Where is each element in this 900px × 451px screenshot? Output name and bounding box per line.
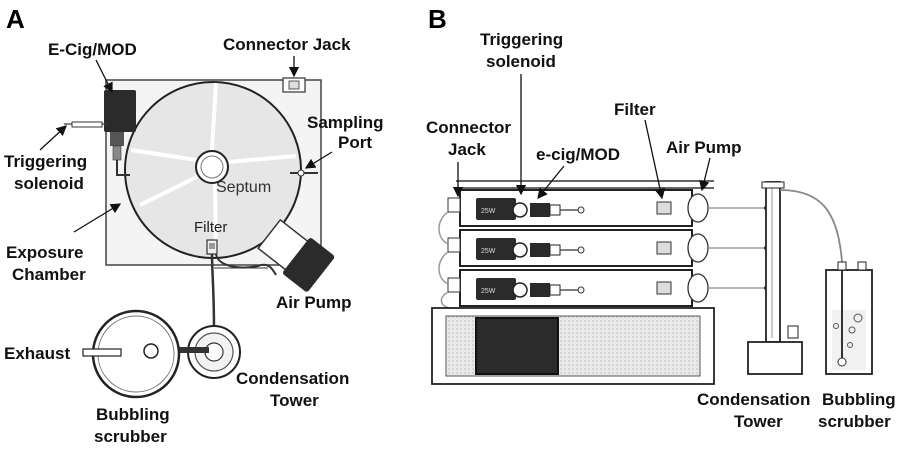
label-exposure-1: Exposure xyxy=(6,243,83,262)
chamber-shelf-3 xyxy=(459,269,693,307)
label-septum: Septum xyxy=(216,179,271,196)
label-triggering-b-1: Triggering xyxy=(480,30,563,49)
label-sampling-1: Sampling xyxy=(307,113,384,132)
cables-b xyxy=(438,211,451,309)
label-ecig: E-Cig/MOD xyxy=(48,40,137,59)
label-bubbling-b-2: scrubber xyxy=(818,412,891,431)
label-bubbling-a-1: Bubbling xyxy=(96,405,170,424)
ecig-device-shape xyxy=(104,90,136,132)
label-condensation-a-1: Condensation xyxy=(236,369,349,388)
base-control-box xyxy=(431,307,715,385)
label-filter-a: Filter xyxy=(194,219,227,236)
label-triggering-b-2: solenoid xyxy=(486,52,556,71)
label-bubbling-a-2: scrubber xyxy=(94,427,167,446)
device-text-1: 25W xyxy=(481,208,496,215)
condensation-tower-a-shape xyxy=(187,325,241,379)
device-text-2: 25W xyxy=(481,248,496,255)
chamber-shelf-2 xyxy=(459,229,693,267)
label-sampling-2: Port xyxy=(338,133,372,152)
label-bubbling-b-1: Bubbling xyxy=(822,390,896,409)
label-connector-b-1: Connector xyxy=(426,118,511,137)
condensation-tower-b-shape xyxy=(747,181,803,375)
label-exposure-2: Chamber xyxy=(12,265,86,284)
label-filter-b: Filter xyxy=(614,100,656,119)
label-condensation-a-2: Tower xyxy=(270,391,319,410)
label-triggering-2: solenoid xyxy=(14,174,84,193)
bubbling-scrubber-a-shape xyxy=(82,309,181,399)
label-exhaust: Exhaust xyxy=(4,344,70,363)
air-pump-a-shape xyxy=(257,218,335,292)
label-connector-jack: Connector Jack xyxy=(223,35,351,54)
panel-a-letter: A xyxy=(6,4,25,34)
label-ecig-b: e-cig/MOD xyxy=(536,145,620,164)
bubbling-scrubber-b-shape xyxy=(825,261,873,375)
label-condensation-b-1: Condensation xyxy=(697,390,810,409)
device-text-3: 25W xyxy=(481,288,496,295)
label-air-pump-a: Air Pump xyxy=(276,293,352,312)
panel-b: B xyxy=(426,4,896,431)
panel-b-letter: B xyxy=(428,4,447,34)
air-pumps-b xyxy=(687,193,709,303)
label-connector-b-2: Jack xyxy=(448,140,486,159)
connector-jacks-b xyxy=(447,197,461,293)
panel-a: A xyxy=(4,4,384,446)
label-triggering-1: Triggering xyxy=(4,152,87,171)
label-air-pump-b: Air Pump xyxy=(666,138,742,157)
solenoid-shape xyxy=(71,121,103,128)
label-condensation-b-2: Tower xyxy=(734,412,783,431)
